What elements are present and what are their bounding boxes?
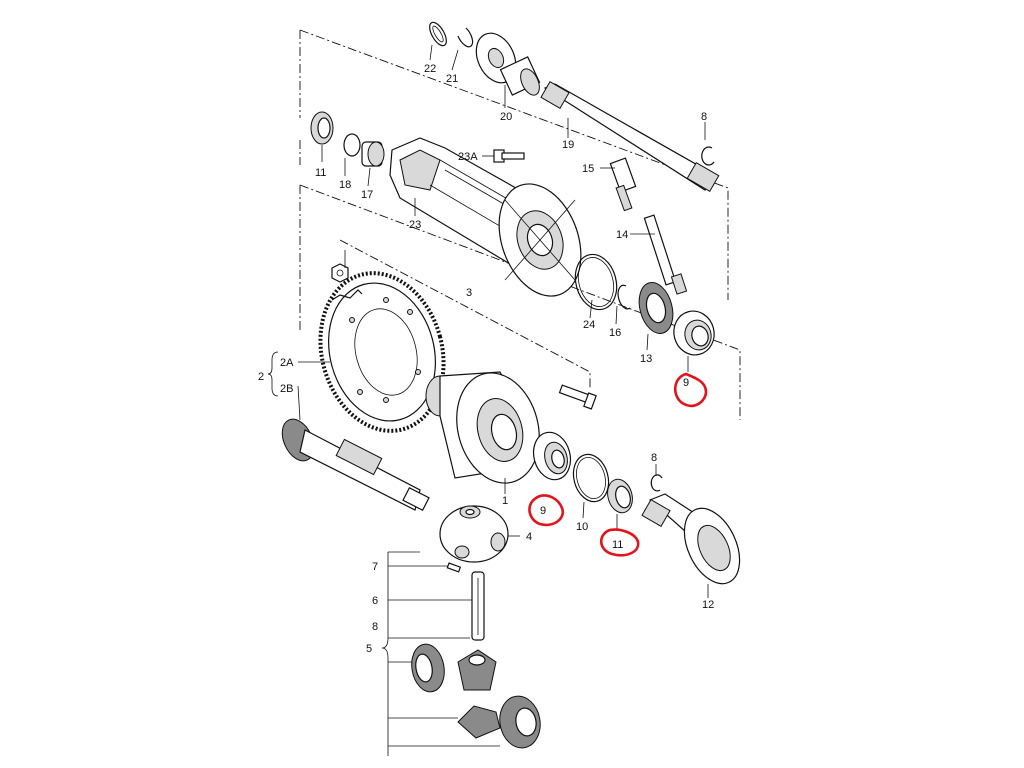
drive-flange-12 [641,493,741,598]
label-4: 4 [526,531,532,543]
speedo-pinion-14 [630,214,688,295]
oil-seal-11-lower [607,478,633,530]
label-23A: 23A [458,151,478,163]
label-11-lower: 11 [612,539,623,551]
label-9-lower: 9 [540,505,546,517]
speedo-gear-13 [638,282,674,351]
roll-pin-7 [446,562,462,573]
label-17: 17 [361,189,373,201]
diff-cross-4 [439,505,520,563]
callout-labels: 22 21 20 19 8 11 18 17 23A 15 23 14 3 24… [258,63,714,655]
label-8-bracket: 8 [372,621,378,633]
label-5: 5 [366,643,372,655]
label-14: 14 [616,229,628,241]
label-11-top: 11 [315,167,326,179]
label-2: 2 [258,371,264,383]
bolt-23A [482,149,525,163]
label-23: 23 [409,219,421,231]
label-22: 22 [424,63,436,75]
shift-shaft-15 [600,157,637,212]
shim-18 [343,133,361,176]
label-21: 21 [446,73,458,85]
crown-wheel-2A [318,271,446,433]
highlight-9-lower [528,494,565,527]
circlip-22 [429,21,447,47]
pinion-shaft-2B [281,418,430,512]
label-1: 1 [502,495,508,507]
housing-flange-23 [498,183,582,297]
label-12: 12 [702,599,714,611]
planet-gear-center [457,649,497,691]
label-3: 3 [466,287,472,299]
label-24: 24 [583,319,595,331]
label-8-top: 8 [701,111,707,123]
drive-flange-20 [475,32,541,108]
label-15: 15 [582,163,594,175]
label-8-lower: 8 [651,452,657,464]
circlip-8-top [701,122,715,166]
assembly-frame-lower [299,184,741,420]
highlight-9-top [673,372,708,408]
label-10: 10 [576,521,588,533]
oil-seal-11-top [310,111,334,162]
taper-bearing-9-top [673,310,715,372]
side-gear-right [499,695,541,749]
bracket-2 [267,351,330,421]
label-19: 19 [562,139,574,151]
taper-bearing-9-lower [532,431,572,481]
circlip-8-lower [650,464,663,492]
needle-bearing-17 [361,141,385,187]
nut [331,263,349,283]
output-shaft-19 [540,81,720,192]
label-16: 16 [609,327,621,339]
planet-gear-left [411,643,445,693]
assembly-frame-upper [299,29,729,300]
label-9-top: 9 [683,377,689,389]
label-20: 20 [500,111,512,123]
bolt [558,384,597,410]
label-2A: 2A [280,357,294,369]
label-13: 13 [640,353,652,365]
differential-housing-1 [425,371,540,494]
side-gear-lower [457,705,501,739]
circlip-21 [457,27,474,48]
label-2B: 2B [280,383,293,395]
shim-ring-10 [572,453,610,519]
label-7: 7 [372,561,378,573]
label-6: 6 [372,595,378,607]
label-18: 18 [339,179,351,191]
circlip-16 [615,284,631,325]
o-ring-24 [574,253,618,319]
bracket-5 [381,551,500,756]
highlight-11-lower [599,528,640,557]
pin-shaft-6 [471,571,485,641]
locking-plate [331,289,363,301]
